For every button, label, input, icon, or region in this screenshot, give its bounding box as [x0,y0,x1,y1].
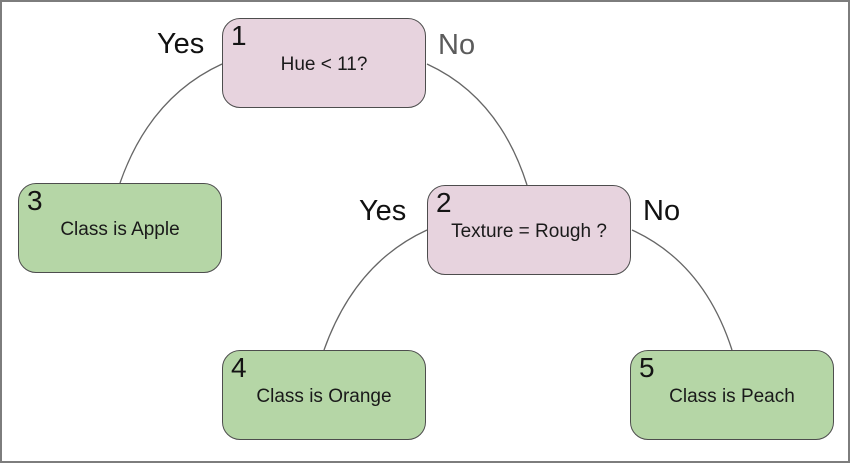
node-2-number: 2 [436,187,452,218]
edge-label-node2-yes: Yes [359,195,407,227]
node-2-texture-decision[interactable]: 2 Texture = Rough ? [427,185,631,275]
edge-label-node1-yes: Yes [157,28,205,60]
node-5-number: 5 [639,352,655,383]
edge-label-node2-no: No [643,195,681,227]
node-2-label: Texture = Rough ? [451,221,607,242]
node-1-hue-decision[interactable]: 1 Hue < 11? [222,18,426,108]
node-4-number: 4 [231,352,247,383]
node-5-class-peach[interactable]: 5 Class is Peach [630,350,834,440]
node-4-class-orange[interactable]: 4 Class is Orange [222,350,426,440]
node-3-label: Class is Apple [60,219,180,240]
edge-label-node1-no: No [438,29,476,61]
edge-node2-no-curve [631,229,733,351]
node-3-class-apple[interactable]: 3 Class is Apple [18,183,222,273]
node-1-label: Hue < 11? [280,54,368,75]
edge-node1-no-curve [426,63,528,186]
node-1-number: 1 [231,20,247,51]
edge-node2-yes-curve [323,229,428,351]
edge-node1-yes-curve [119,63,223,184]
node-3-number: 3 [27,185,43,216]
node-4-label: Class is Orange [256,386,392,407]
node-5-label: Class is Peach [669,386,795,407]
